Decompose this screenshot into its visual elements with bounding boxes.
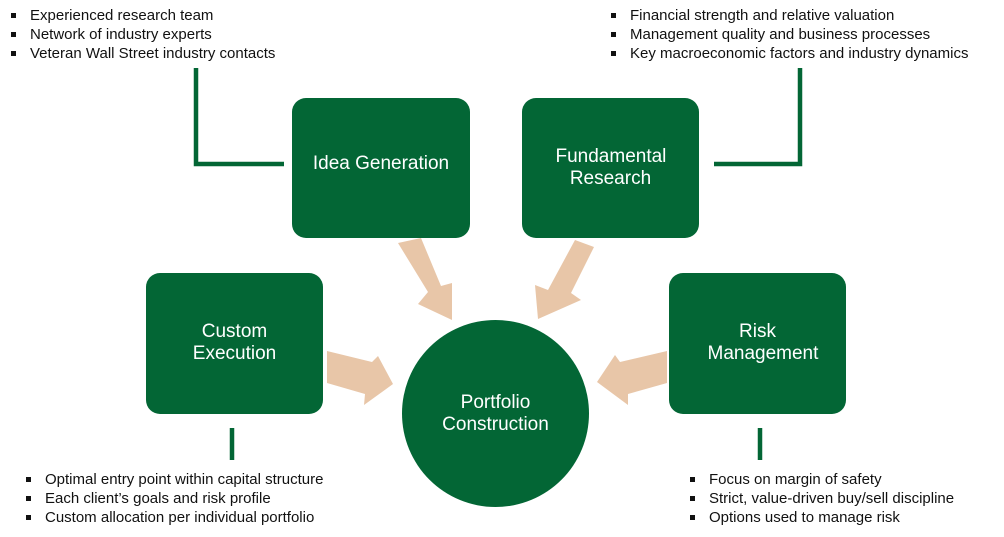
idea-generation-connector (193, 68, 284, 167)
bullet-item: Custom allocation per individual portfol… (25, 508, 323, 527)
risk-management-box: Risk Management (669, 273, 846, 414)
bullet-item: Options used to manage risk (689, 508, 954, 527)
bullet-item: Experienced research team (10, 6, 275, 25)
risk-management-label: Risk Management (707, 321, 819, 364)
idea-generation-label: Idea Generation (312, 153, 450, 174)
custom-execution-box: Custom Execution (146, 273, 323, 414)
bullet-item: Focus on margin of safety (689, 470, 954, 489)
bullet-item: Each client’s goals and risk profile (25, 489, 323, 508)
bullet-item: Veteran Wall Street industry contacts (10, 44, 275, 63)
portfolio-construction-circle: Portfolio Construction (402, 320, 589, 507)
idea-generation-box: Idea Generation (292, 98, 470, 238)
bullet-item: Network of industry experts (10, 25, 275, 44)
bullet-item: Management quality and business processe… (610, 25, 968, 44)
portfolio-construction-label: Portfolio Construction (442, 391, 549, 435)
fundamental-research-label: Fundamental Research (555, 146, 667, 189)
custom-execution-label: Custom Execution (192, 321, 277, 364)
arrow-risk-to-portfolio (597, 351, 667, 405)
arrow-idea-to-portfolio (398, 238, 452, 320)
risk-management-bullets: Focus on margin of safety Strict, value-… (689, 470, 954, 527)
fundamental-research-bullets: Financial strength and relative valuatio… (610, 6, 968, 63)
bullet-item: Key macroeconomic factors and industry d… (610, 44, 968, 63)
idea-generation-bullets: Experienced research team Network of ind… (10, 6, 275, 63)
bullet-item: Optimal entry point within capital struc… (25, 470, 323, 489)
arrow-research-to-portfolio (535, 240, 594, 319)
fundamental-research-connector (714, 68, 803, 167)
bullet-item: Financial strength and relative valuatio… (610, 6, 968, 25)
arrow-execution-to-portfolio (327, 351, 393, 405)
custom-execution-bullets: Optimal entry point within capital struc… (25, 470, 323, 527)
bullet-item: Strict, value-driven buy/sell discipline (689, 489, 954, 508)
fundamental-research-box: Fundamental Research (522, 98, 699, 238)
